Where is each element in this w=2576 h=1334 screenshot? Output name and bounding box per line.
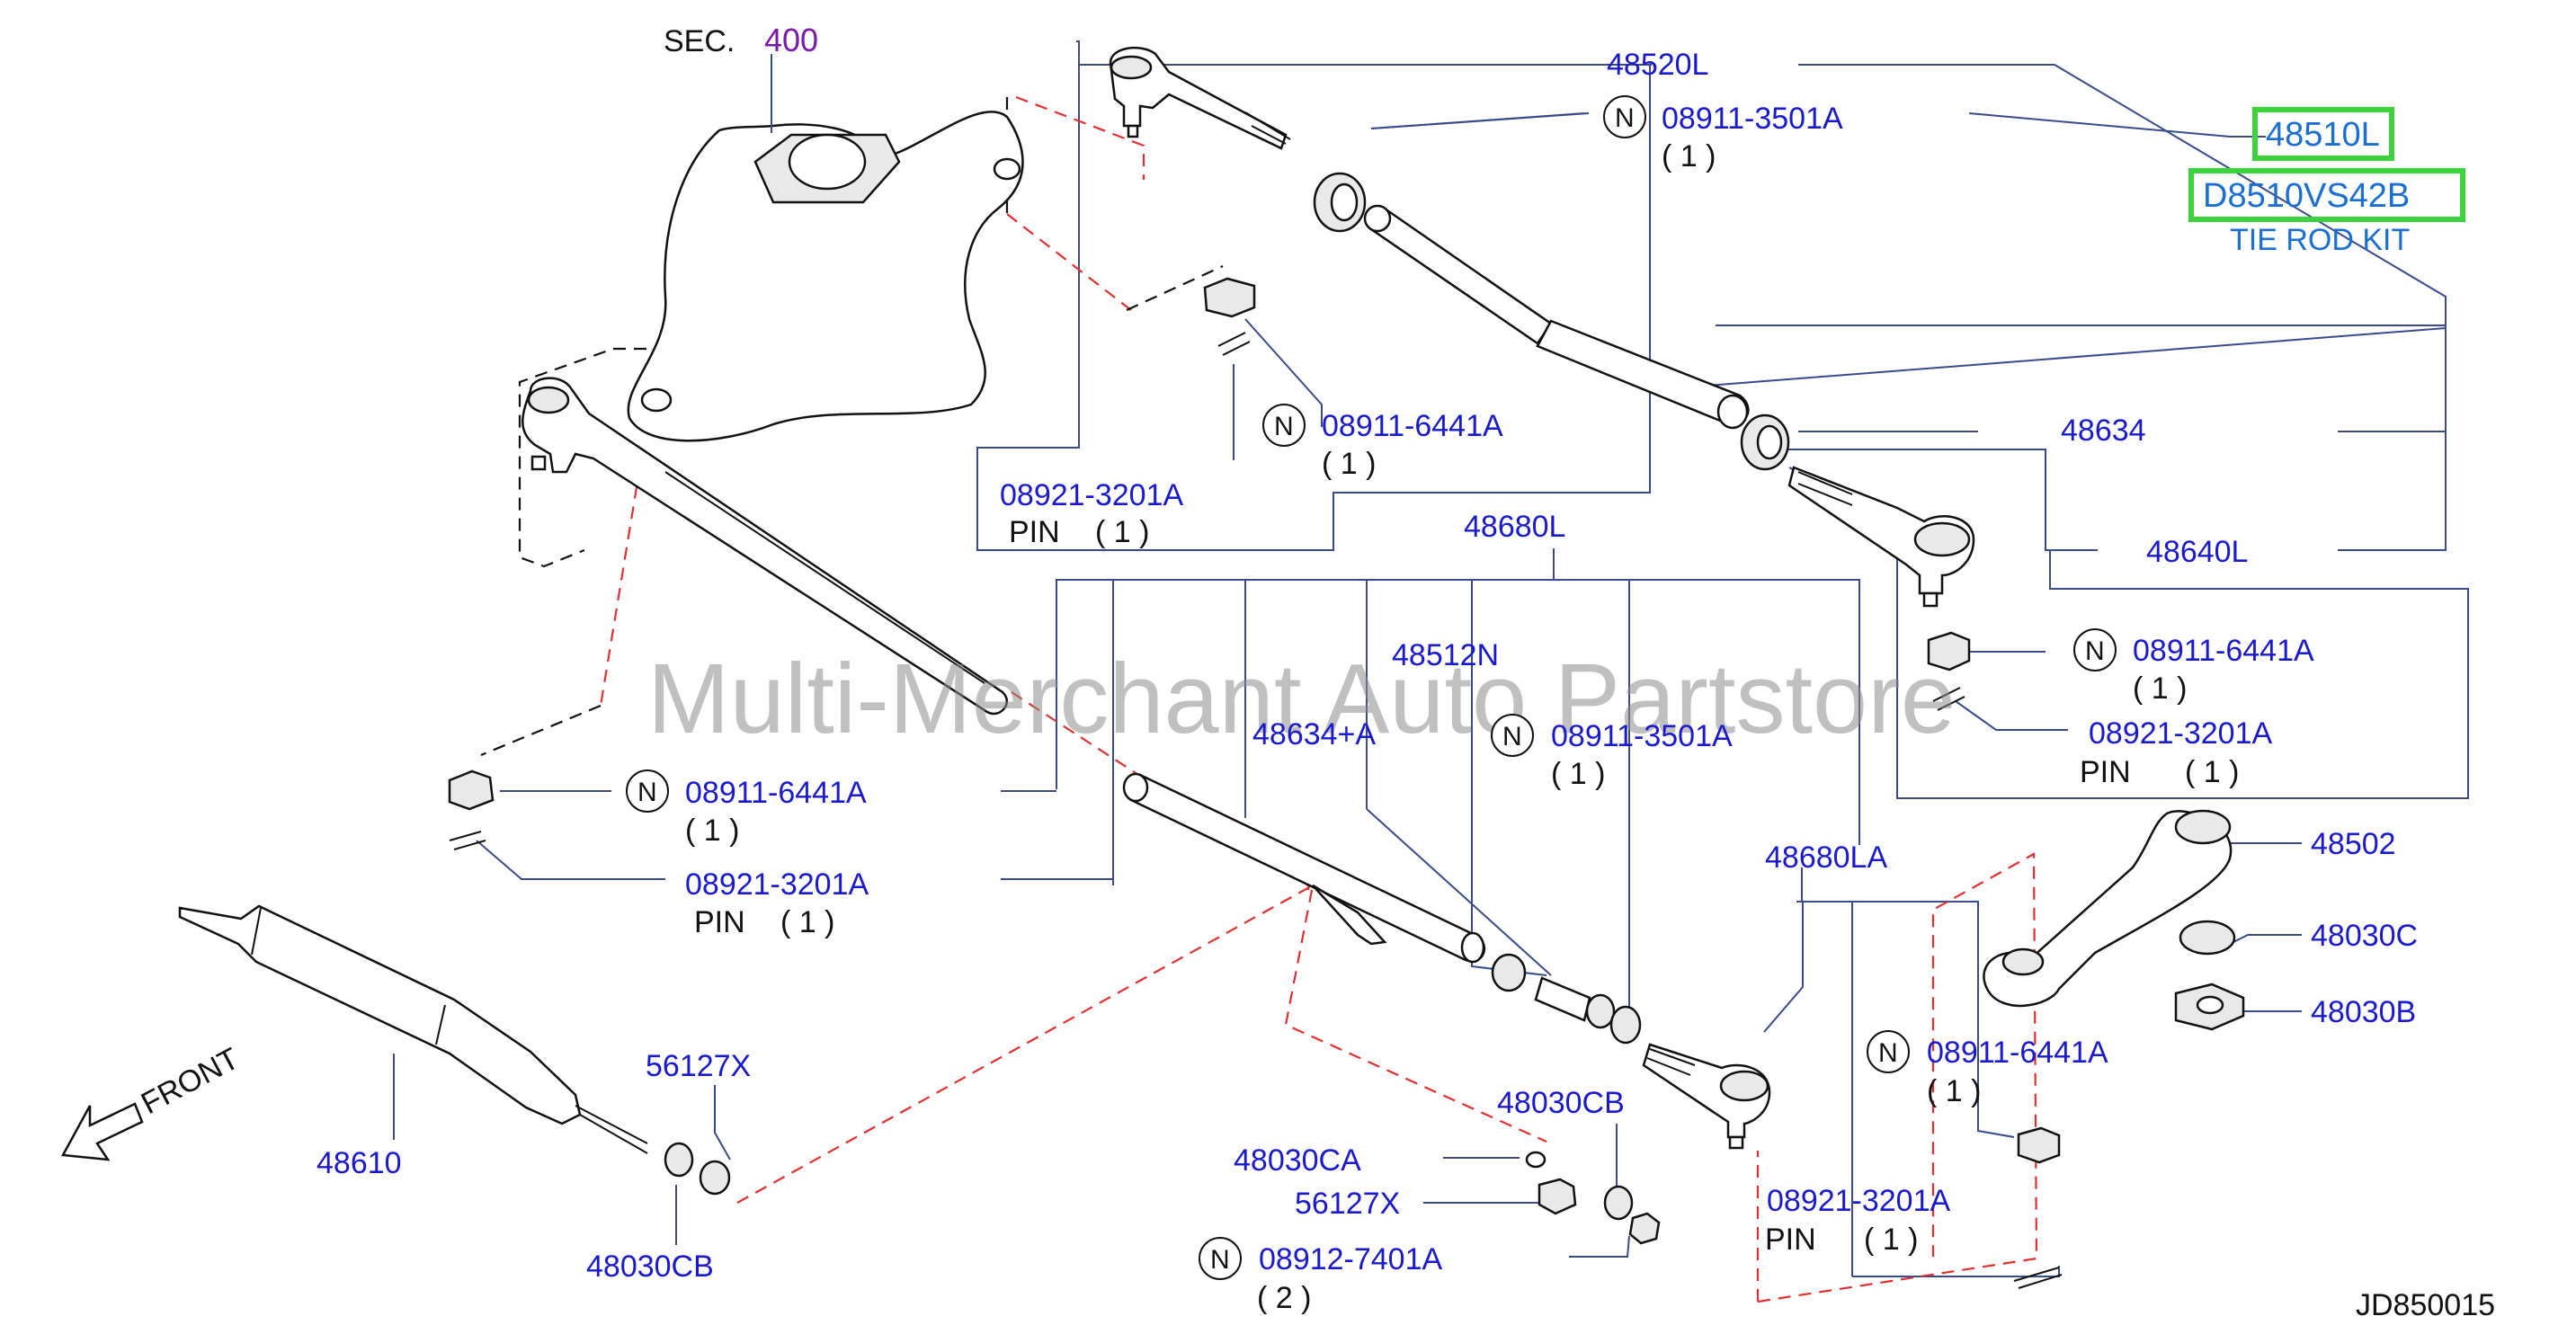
part-label-48634[interactable]: 48634 [2061,414,2146,448]
n-badge: N [637,778,657,807]
part-number[interactable]: 08921-3201A [1767,1184,1951,1218]
callout-08911-6441A-left[interactable]: N 08911-6441A ( 1 ) [626,769,867,848]
part-label-48030CA[interactable]: 48030CA [1234,1143,1361,1178]
kit-name-label: TIE ROD KIT [2230,223,2410,257]
part-number[interactable]: 08911-6441A [2133,634,2314,668]
tie-rod-end-lower-drawing [1787,466,1975,608]
steering-gear-housing-drawing [627,54,1024,442]
part-label-48502[interactable]: 48502 [2311,827,2396,861]
n-badge: N [1878,1038,1898,1068]
quantity: ( 1 ) [1662,139,1716,173]
watermark: Multi-Merchant Auto Partstore [647,644,1956,754]
part-label-48610[interactable]: 48610 [316,1146,402,1180]
n-badge: N [1210,1245,1230,1275]
small-hardware-drawing [448,277,2063,1289]
part-number[interactable]: 08911-6441A [1322,409,1503,443]
part-label-48640L[interactable]: 48640L [2146,535,2248,569]
n-badge: N [1502,722,1522,751]
quantity: ( 1 ) [685,814,739,848]
part-label-56127X-left[interactable]: 56127X [646,1049,751,1083]
part-kind: PIN [1009,515,1060,549]
callout-08921-3201A-left[interactable]: 08921-3201A PIN ( 1 ) [685,867,869,939]
part-kind: PIN [694,905,745,939]
callout-08911-6441A-upper[interactable]: N 08911-6441A ( 1 ) [1262,404,1503,481]
callout-08911-3501A-top[interactable]: N 08911-3501A ( 1 ) [1603,95,1843,173]
part-label-56127X-center[interactable]: 56127X [1295,1187,1400,1221]
quantity: ( 1 ) [780,905,834,939]
callout-08911-3501A-center[interactable]: N 08911-3501A ( 1 ) [1491,714,1733,791]
kit-code-highlight-box [2188,168,2465,222]
section-number-link[interactable]: 400 [764,22,818,58]
part-number[interactable]: 08911-6441A [1927,1036,2108,1070]
part-number[interactable]: 08911-3501A [1662,102,1843,136]
tie-rod-kit-highlight[interactable]: 48510L D8510VS42B TIE ROD KIT [2188,107,2465,257]
steering-damper-drawing [178,904,731,1196]
quantity: ( 1 ) [1322,447,1376,481]
tie-rod-end-upper-drawing [1109,47,1291,150]
part-kind: PIN [1765,1223,1816,1257]
part-number[interactable]: 08921-3201A [2089,716,2273,751]
part-label-48030CB-center[interactable]: 48030CB [1497,1086,1625,1120]
quantity: ( 1 ) [1927,1074,1981,1108]
quantity: ( 1 ) [1864,1223,1918,1257]
part-label-48030CB-left[interactable]: 48030CB [586,1250,714,1284]
quantity: ( 1 ) [2133,671,2187,706]
pitman-arm-drawing [1983,809,2245,1031]
n-badge: N [2085,636,2105,666]
callout-08911-6441A-lower[interactable]: N 08911-6441A ( 1 ) [1867,1030,2108,1108]
part-label-48634-plus-a[interactable]: 48634+A [1252,717,1376,751]
quantity: ( 1 ) [2185,755,2239,789]
part-label-48680LA[interactable]: 48680LA [1765,840,1887,875]
n-badge: N [1274,412,1294,441]
callout-08911-6441A-right[interactable]: N 08911-6441A ( 1 ) [2073,628,2314,706]
part-48510L-highlight-box [2252,107,2394,161]
callout-08921-3201A-right[interactable]: 08921-3201A PIN ( 1 ) [2080,716,2273,789]
part-number[interactable]: 08911-6441A [685,776,867,810]
part-number[interactable]: 08912-7401A [1259,1242,1443,1276]
callout-08921-3201A-lower[interactable]: 08921-3201A PIN ( 1 ) [1765,1184,1951,1257]
part-kind: PIN [2080,755,2131,789]
part-label-48520L[interactable]: 48520L [1607,48,1708,82]
quantity: ( 1 ) [1095,515,1149,549]
n-badge: N [1615,103,1635,133]
quantity: ( 2 ) [1257,1281,1311,1315]
adjusting-tube-drawing [1313,172,1790,471]
left-tie-rod-drawing [521,377,1009,716]
part-label-48030B[interactable]: 48030B [2311,995,2416,1029]
section-reference[interactable]: SEC. 400 [664,22,818,58]
part-number[interactable]: 08921-3201A [685,867,869,902]
part-label-48680L[interactable]: 48680L [1464,510,1565,544]
kit-code-label[interactable]: D8510VS42B [2203,177,2410,215]
part-label-48030C[interactable]: 48030C [2311,919,2418,953]
front-arrow-icon [61,1102,144,1161]
hidden-lines [480,97,1224,757]
callout-08912-7401A[interactable]: N 08912-7401A ( 2 ) [1199,1237,1443,1315]
part-label-48512N[interactable]: 48512N [1392,638,1499,672]
quantity: ( 1 ) [1551,757,1605,791]
part-number[interactable]: 08921-3201A [1000,478,1184,512]
section-prefix: SEC. [664,24,735,58]
diagram-code: JD850015 [2356,1288,2495,1322]
center-link-drawing [1122,772,1642,1045]
callout-08921-3201A-upper[interactable]: 08921-3201A PIN ( 1 ) [1000,478,1184,549]
part-label-48510L[interactable]: 48510L [2266,116,2380,154]
leader-lines [393,40,2469,1277]
part-number[interactable]: 08911-3501A [1551,719,1733,753]
idler-tie-rod-end-drawing [1642,1043,1771,1150]
